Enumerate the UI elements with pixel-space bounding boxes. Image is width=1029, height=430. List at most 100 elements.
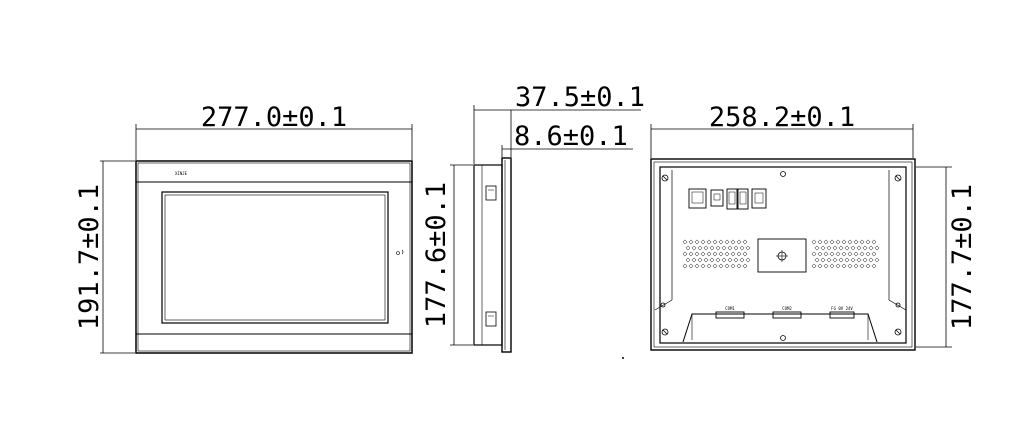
vent-slot [727,245,733,251]
vent-slot [685,245,691,251]
front-sensor-mark [401,249,404,255]
vent-slot [862,245,868,251]
vent-slot [694,239,700,245]
vent-slot [871,251,877,257]
vent-slot [694,263,700,269]
rear-bottom-connectors [715,311,855,319]
vent-slot [814,257,820,263]
vent-slot [700,251,706,257]
vent-slot [697,257,703,263]
front-housing-outline [135,160,413,354]
side-bezel-dimension [501,145,633,157]
vent-slot [712,251,718,257]
vent-slot [817,251,823,257]
sd-card-slot [751,188,767,209]
rear-vent-right [811,239,880,269]
vent-slot [850,245,856,251]
vent-slot [745,245,751,251]
vent-slot [820,257,826,263]
vent-slot [682,251,688,257]
side-mounting-clip-bottom [485,311,497,327]
vent-slot [691,257,697,263]
vent-slot [730,251,736,257]
vent-slot [829,263,835,269]
vent-slot [841,239,847,245]
vent-slot [817,239,823,245]
rear-width-dimension [650,124,914,158]
vent-slot [742,239,748,245]
vent-slot [853,263,859,269]
vent-slot [739,245,745,251]
rear-bottom-recess [682,313,878,343]
vent-slot [865,263,871,269]
power-connector [829,311,855,319]
side-depth-label: 37.5±0.1 [515,82,645,113]
vent-slot [718,263,724,269]
vent-slot [700,239,706,245]
rear-vent-left [682,239,751,269]
rear-view [650,158,916,351]
vent-slot [694,251,700,257]
vent-slot [685,257,691,263]
rear-io-ports [688,188,767,210]
vent-slot [718,239,724,245]
vent-slot [691,245,697,251]
vent-slot [712,239,718,245]
front-display-area [164,194,386,321]
vent-slot [835,239,841,245]
front-width-label: 277.0±0.1 [201,102,347,133]
vent-slot [709,257,715,263]
vent-slot [703,245,709,251]
vent-slot [871,263,877,269]
vent-slot [697,245,703,251]
vent-slot [835,263,841,269]
vent-slot [727,257,733,263]
vent-slot [688,239,694,245]
vent-slot [841,263,847,269]
rear-width-label: 258.2±0.1 [709,102,855,133]
vent-slot [856,257,862,263]
vent-slot [838,245,844,251]
vent-slot [844,257,850,263]
side-height-label: 177.6±0.1 [421,182,452,328]
vent-slot [859,263,865,269]
vent-slot [712,263,718,269]
vent-slot [736,239,742,245]
vent-slot [724,263,730,269]
vent-slot [874,257,880,263]
vent-slot [700,263,706,269]
vent-slot [715,245,721,251]
vent-slot [682,239,688,245]
vent-slot [835,251,841,257]
vent-slot [718,251,724,257]
vent-slot [823,263,829,269]
side-mounting-clip-top [485,185,497,201]
vent-slot [823,251,829,257]
vent-slot [826,245,832,251]
port-label-com1: COM1 [725,306,735,311]
usb-a-port-2 [737,188,749,210]
brand-logo: XINJE [175,171,188,176]
vent-slot [736,251,742,257]
vent-slot [829,239,835,245]
vent-slot [853,251,859,257]
vent-slot [703,257,709,263]
side-height-dimension [450,164,473,346]
vent-slot [736,263,742,269]
usb-b-port [710,189,724,207]
vent-slot [874,245,880,251]
front-height-dimension [100,160,135,354]
rear-bezel-outline [650,158,916,351]
vent-slot [811,263,817,269]
vent-slot [871,239,877,245]
vent-slot [859,251,865,257]
vent-slot [733,257,739,263]
side-bezel [501,157,512,353]
vent-slot [826,257,832,263]
vent-slot [706,263,712,269]
vent-slot [862,257,868,263]
vent-slot [721,245,727,251]
stray-dot [622,357,624,359]
front-led-indicator [396,251,400,255]
front-width-dimension [135,124,413,160]
